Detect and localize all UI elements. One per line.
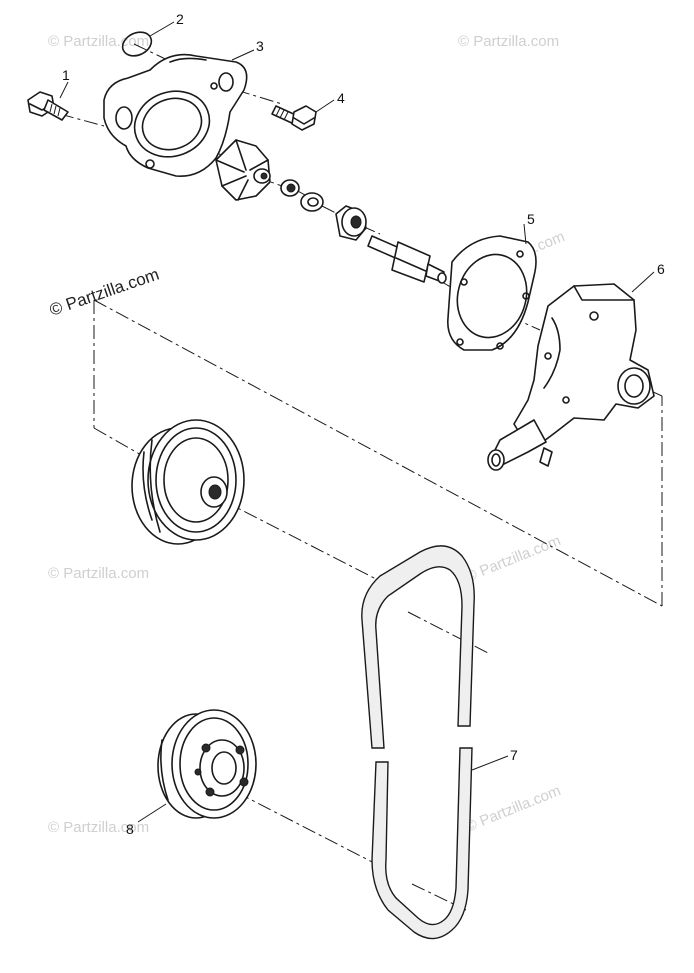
watermark: © Partzilla.com xyxy=(463,782,563,836)
callout-2: 2 xyxy=(176,11,184,27)
seal-ring-small[interactable] xyxy=(280,179,300,197)
watermark: © Partzilla.com xyxy=(48,33,149,50)
callout-leaders xyxy=(59,21,655,823)
o-ring-part-2[interactable] xyxy=(119,28,155,61)
callout-5: 5 xyxy=(527,211,535,227)
watermark: © Partzilla.com xyxy=(48,819,149,836)
pump-cover-part-3[interactable] xyxy=(103,53,248,177)
watermark: © Partzilla.com xyxy=(458,33,559,50)
pump-housing-part-6[interactable] xyxy=(487,283,655,471)
callouts: 1 2 3 4 5 6 7 8 xyxy=(62,11,665,837)
small-pulley-part-8[interactable] xyxy=(157,709,257,819)
callout-3: 3 xyxy=(256,38,264,54)
callout-6: 6 xyxy=(657,261,665,277)
callout-7: 7 xyxy=(510,747,518,763)
impeller[interactable] xyxy=(215,139,271,201)
pump-shaft[interactable] xyxy=(367,235,447,284)
gasket-part-5[interactable] xyxy=(447,235,537,351)
callout-8: 8 xyxy=(126,821,134,837)
large-pulley[interactable] xyxy=(131,419,245,545)
bearing[interactable] xyxy=(335,205,367,241)
bolt-part-4[interactable] xyxy=(271,105,317,131)
drive-belt-part-7[interactable] xyxy=(361,545,475,940)
watermarks: © Partzilla.com © Partzilla.com © Partzi… xyxy=(48,33,567,836)
seal-ring-medium[interactable] xyxy=(300,192,324,212)
watermark: © Partzilla.com xyxy=(463,532,563,586)
watermark-main: © Partzilla.com xyxy=(47,265,162,320)
bolt-part-1[interactable] xyxy=(27,91,69,121)
callout-1: 1 xyxy=(62,67,70,83)
callout-4: 4 xyxy=(337,90,345,106)
watermark: © Partzilla.com xyxy=(48,565,149,582)
